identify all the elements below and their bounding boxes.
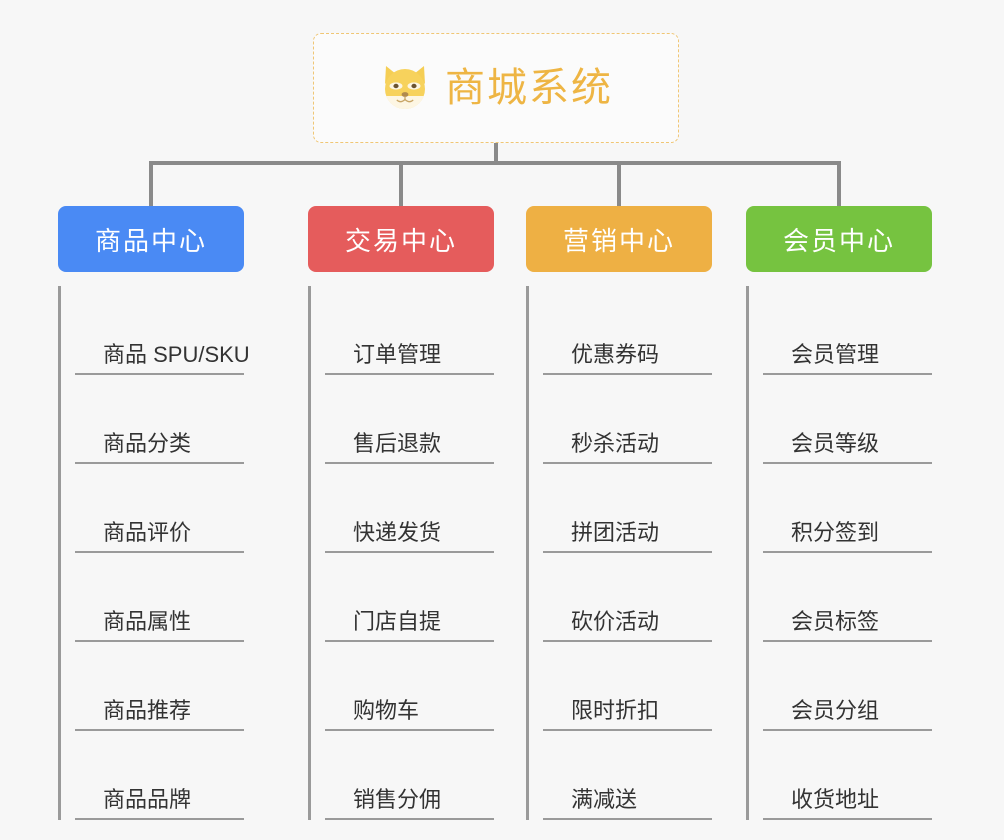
leaf-label: 商品推荐 (103, 697, 192, 723)
leaf-label: 售后退款 (353, 430, 442, 456)
connector-drop-1 (149, 161, 153, 208)
category-header-3[interactable]: 营销中心 (526, 206, 712, 272)
list-item[interactable]: 积分签到 (763, 464, 932, 553)
list-item[interactable]: 秒杀活动 (543, 375, 712, 464)
leaf-label: 商品 SPU/SKU (103, 341, 250, 367)
leaf-list-1: 商品 SPU/SKU 商品分类 商品评价 商品属性 商品推荐 商品品牌 (58, 286, 250, 820)
leaf-label: 门店自提 (353, 608, 442, 634)
leaf-label: 会员管理 (791, 341, 880, 367)
category-header-label: 商品中心 (94, 225, 207, 256)
list-item[interactable]: 会员分组 (763, 642, 932, 731)
list-item[interactable]: 砍价活动 (543, 553, 712, 642)
list-item[interactable]: 限时折扣 (543, 642, 712, 731)
list-item[interactable]: 购物车 (325, 642, 494, 731)
branch-column-商品中心: 商品中心 商品 SPU/SKU 商品分类 商品评价 商品属性 商品推荐 商品品牌 (58, 206, 250, 820)
leaf-label: 商品评价 (103, 519, 192, 545)
category-header-label: 交易中心 (344, 225, 457, 256)
branch-column-交易中心: 交易中心 订单管理 售后退款 快递发货 门店自提 购物车 销售分佣 (308, 206, 494, 820)
leaf-list-4: 会员管理 会员等级 积分签到 会员标签 会员分组 收货地址 (746, 286, 932, 820)
list-item[interactable]: 拼团活动 (543, 464, 712, 553)
connector-drop-2 (399, 161, 403, 208)
list-item[interactable]: 订单管理 (325, 286, 494, 375)
list-item[interactable]: 快递发货 (325, 464, 494, 553)
list-item[interactable]: 优惠券码 (543, 286, 712, 375)
leaf-label: 商品品牌 (103, 786, 192, 812)
leaf-label: 优惠券码 (571, 341, 660, 367)
leaf-label: 会员标签 (791, 608, 880, 634)
list-item[interactable]: 会员管理 (763, 286, 932, 375)
list-item[interactable]: 门店自提 (325, 553, 494, 642)
leaf-label: 砍价活动 (571, 608, 660, 634)
leaf-label: 会员等级 (791, 430, 880, 456)
root-node[interactable]: 商城系统 (313, 33, 679, 143)
connector-root-stem (494, 143, 498, 165)
category-header-label: 营销中心 (562, 225, 675, 256)
list-item[interactable]: 满减送 (543, 731, 712, 820)
branch-column-会员中心: 会员中心 会员管理 会员等级 积分签到 会员标签 会员分组 收货地址 (746, 206, 932, 820)
list-item[interactable]: 商品推荐 (75, 642, 244, 731)
leaf-label: 销售分佣 (353, 786, 442, 812)
list-item[interactable]: 商品品牌 (75, 731, 244, 820)
root-title: 商城系统 (445, 66, 613, 110)
connector-horizontal-bus (149, 161, 841, 165)
shiba-dog-icon (379, 62, 431, 114)
list-item[interactable]: 收货地址 (763, 731, 932, 820)
list-item[interactable]: 商品分类 (75, 375, 244, 464)
leaf-list-2: 订单管理 售后退款 快递发货 门店自提 购物车 销售分佣 (308, 286, 494, 820)
list-item[interactable]: 商品评价 (75, 464, 244, 553)
list-item[interactable]: 商品 SPU/SKU (75, 286, 250, 375)
category-header-label: 会员中心 (782, 225, 895, 256)
leaf-list-3: 优惠券码 秒杀活动 拼团活动 砍价活动 限时折扣 满减送 (526, 286, 712, 820)
list-item[interactable]: 销售分佣 (325, 731, 494, 820)
leaf-label: 商品属性 (103, 608, 192, 634)
leaf-label: 购物车 (353, 697, 420, 723)
category-header-2[interactable]: 交易中心 (308, 206, 494, 272)
branch-column-营销中心: 营销中心 优惠券码 秒杀活动 拼团活动 砍价活动 限时折扣 满减送 (526, 206, 712, 820)
list-item[interactable]: 会员等级 (763, 375, 932, 464)
leaf-label: 会员分组 (791, 697, 880, 723)
leaf-label: 限时折扣 (571, 697, 660, 723)
leaf-label: 商品分类 (103, 430, 192, 456)
list-item[interactable]: 会员标签 (763, 553, 932, 642)
leaf-label: 订单管理 (353, 341, 442, 367)
leaf-label: 积分签到 (791, 519, 880, 545)
leaf-label: 收货地址 (791, 786, 880, 812)
category-header-1[interactable]: 商品中心 (58, 206, 244, 272)
connector-drop-4 (837, 161, 841, 208)
leaf-label: 秒杀活动 (571, 430, 660, 456)
leaf-label: 满减送 (571, 786, 638, 812)
list-item[interactable]: 售后退款 (325, 375, 494, 464)
leaf-label: 拼团活动 (571, 519, 660, 545)
list-item[interactable]: 商品属性 (75, 553, 244, 642)
connector-drop-3 (617, 161, 621, 208)
leaf-label: 快递发货 (353, 519, 442, 545)
category-header-4[interactable]: 会员中心 (746, 206, 932, 272)
